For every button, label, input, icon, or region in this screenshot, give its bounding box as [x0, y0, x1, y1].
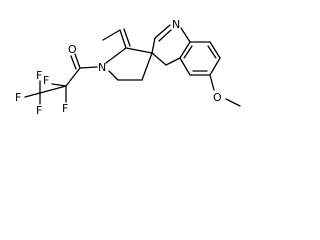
bond-cf2-f-upper: [51, 83, 67, 87]
chemical-structure-drawing: N O N O F F F F F: [15, 18, 241, 117]
atom-label-f-cf3-upper: F: [36, 69, 42, 82]
bond-c3a-c7a: [179, 41, 191, 59]
bond-c6-c5: [209, 57, 221, 76]
bond-c7-c6: [209, 41, 221, 59]
atom-label-methoxy-o: O: [213, 91, 222, 104]
bond-c2-n1-double-inner: [158, 29, 172, 42]
bond-carbonyl-cf2: [65, 67, 81, 87]
bond-carbonyl-co: [74, 53, 81, 69]
atom-label-pyrrolidine-n: N: [98, 61, 106, 74]
bond-spiro-c3p: [141, 52, 153, 81]
bond-n1-c7a: [180, 27, 191, 43]
atom-label-carbonyl-o: O: [68, 43, 77, 56]
atom-label-indole-n: N: [172, 18, 180, 31]
bond-c5-o: [209, 74, 215, 91]
bond-cf3-f-left: [24, 92, 41, 98]
bond-c3-c3a: [151, 52, 167, 66]
atom-label-f-cf2-lower: F: [62, 102, 68, 115]
bond-n-c5p: [105, 47, 127, 64]
structure-canvas: N O N O F F F F F: [0, 0, 262, 135]
bond-carbonyl-co-inner: [70, 55, 77, 70]
atom-label-f-cf3-left: F: [15, 91, 21, 104]
bond-ethylidene-methyl: [102, 29, 121, 41]
bond-ethylidene-double: [119, 29, 127, 49]
atom-label-f-cf2-upper: F: [43, 74, 49, 87]
bond-o-ch3: [225, 98, 241, 107]
bond-spiro-c5p: [125, 47, 153, 54]
bond-c2-n1-double: [154, 24, 171, 39]
bond-n-carbonyl-c: [79, 66, 98, 69]
bond-ethylidene-double-inner: [123, 28, 131, 47]
bond-c3a-c7a-inner: [183, 45, 193, 59]
bond-c7-c6-inner: [207, 45, 217, 59]
atom-label-f-cf3-lower: F: [36, 104, 42, 117]
bond-c4-c3a: [179, 57, 191, 76]
bond-c2-c3-spiro: [151, 37, 156, 54]
bond-c3a-link: [165, 57, 181, 66]
bond-cf2-cf3: [39, 85, 67, 94]
bond-c4p-n: [108, 70, 119, 81]
